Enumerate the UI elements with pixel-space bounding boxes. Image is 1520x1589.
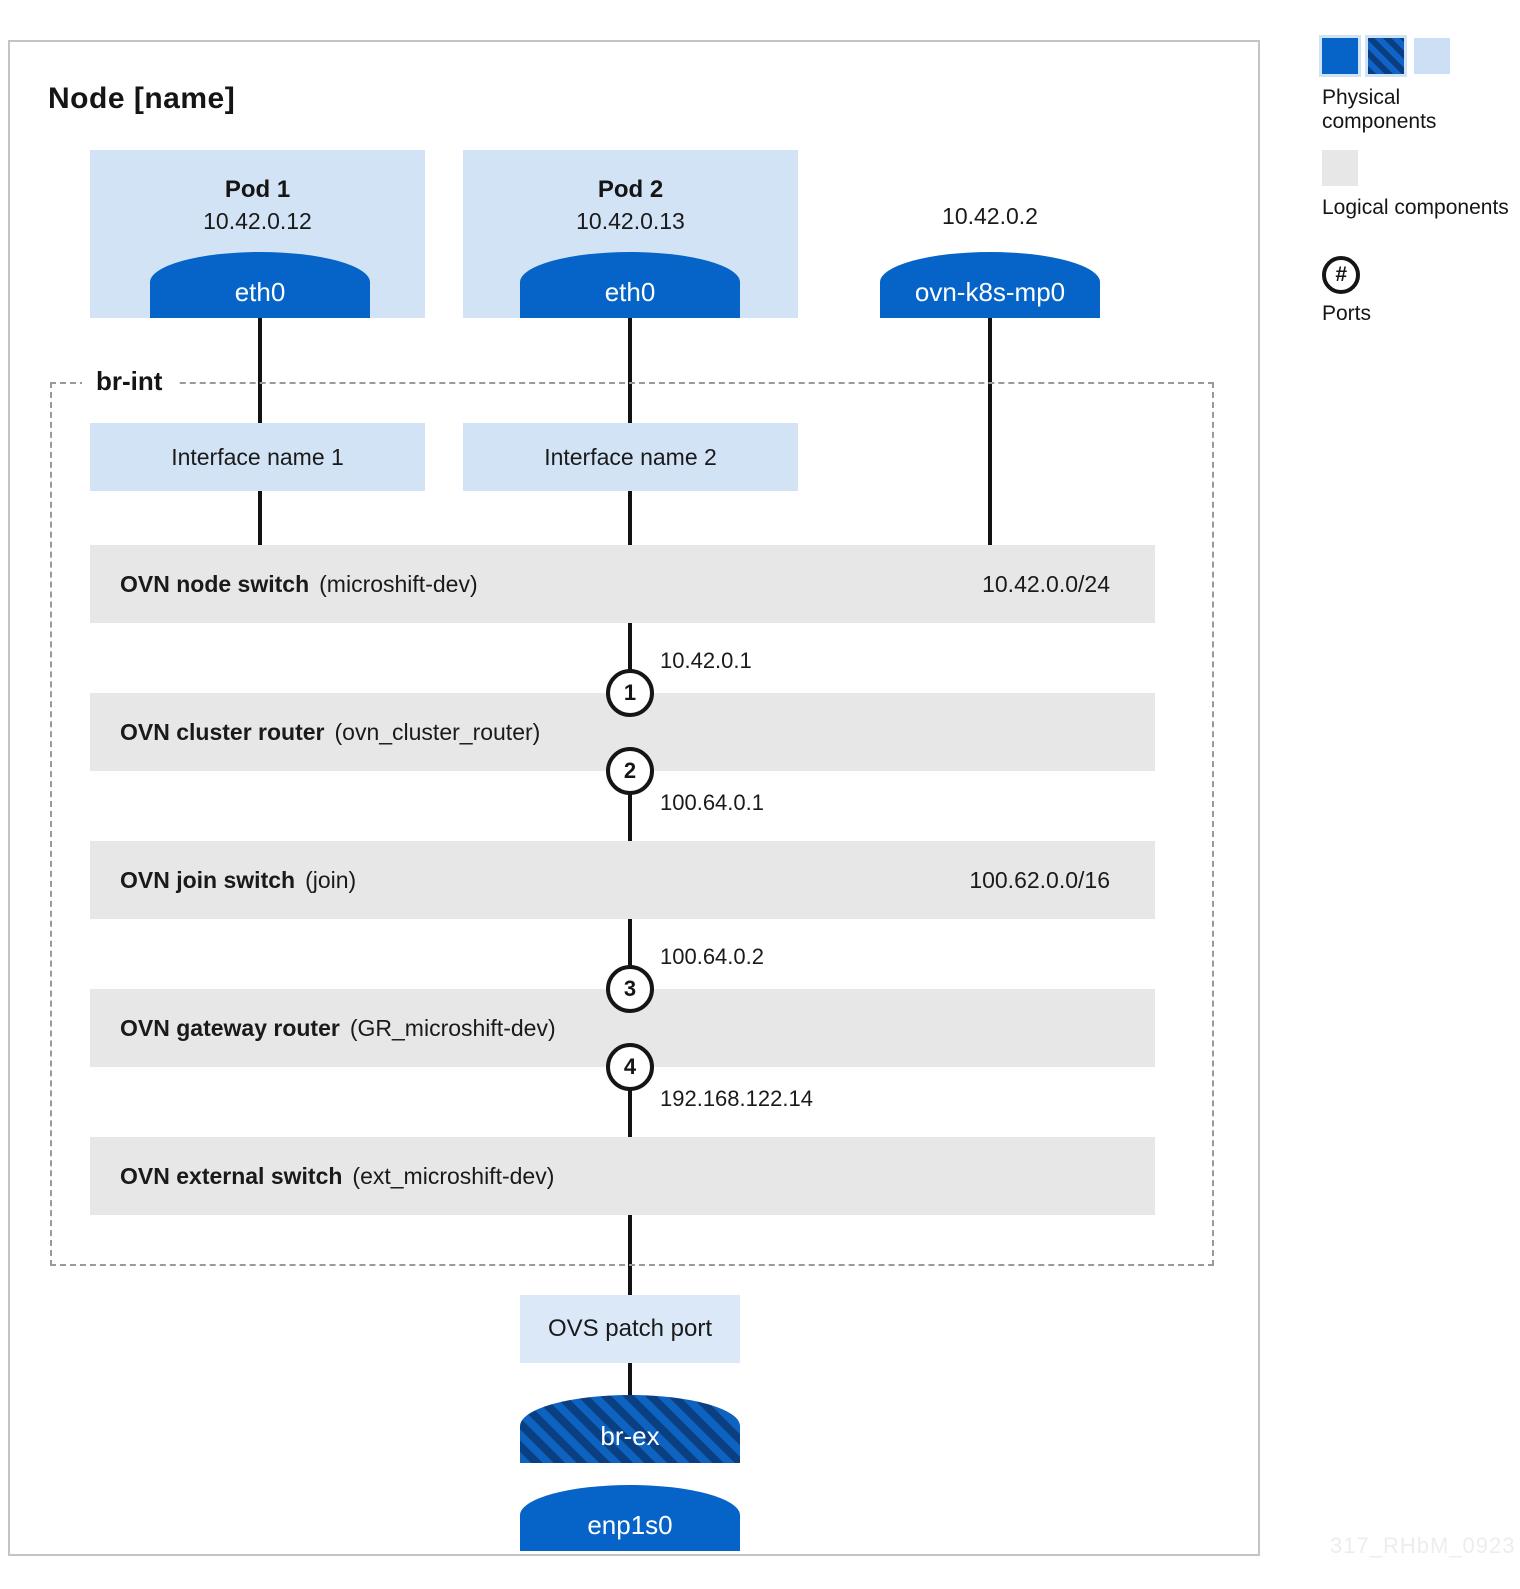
legend-ports-label: Ports [1322,302,1372,325]
ovn-gateway-router-name: OVN gateway router [120,1014,340,1041]
ovn-node-switch-detail: (microshift-dev) [319,570,478,597]
ovn-external-switch-bar: OVN external switch (ext_microshift-dev) [90,1137,1155,1215]
ovn-k8s-mp0-ip: 10.42.0.2 [942,203,1038,229]
port-4-ip: 192.168.122.14 [660,1086,813,1111]
ovn-join-switch-name: OVN join switch [120,866,296,893]
pod-1-ip: 10.42.0.12 [203,208,312,234]
ovn-k8s-mp0-port: ovn-k8s-mp0 [880,252,1100,318]
connector-mp0-to-node-switch [988,318,992,545]
pod-2-box: Pod 2 10.42.0.13 [463,150,798,318]
pod-2-name: Pod 2 [597,176,664,203]
interface-2-box: Interface name 2 [463,423,798,491]
node-title: Node [name] [48,82,236,115]
legend-physical-solid-swatch [1322,38,1358,74]
br-int-label: br-int [82,366,177,397]
pod-1-name: Pod 1 [224,176,291,203]
pod-2-eth0-port: eth0 [520,252,740,318]
connector-port2-to-join-switch [628,793,632,841]
ovn-node-switch-cidr: 10.42.0.0/24 [982,570,1110,597]
legend-physical-label: Physical components [1322,86,1437,133]
pod-1-eth0-port: eth0 [150,252,370,318]
legend-physical-light-swatch [1414,38,1450,74]
legend-physical-hatch-swatch [1368,38,1404,74]
connector-pod1-to-iface1 [258,318,262,423]
port-2-ip: 100.64.0.1 [660,790,764,815]
port-4-circle: 4 [606,1043,654,1091]
interface-1-box: Interface name 1 [90,423,425,491]
watermark: 317_RHbM_0923 [1330,1533,1516,1558]
ovn-cluster-router-name: OVN cluster router [120,718,325,745]
ovn-external-switch-detail: (ext_microshift-dev) [352,1162,555,1189]
legend-ports-icon: # [1322,256,1360,294]
br-ex-bridge: br-ex [520,1395,740,1463]
port-3-circle: 3 [606,965,654,1013]
connector-pod2-to-iface2 [628,318,632,423]
ovn-join-switch-cidr: 100.62.0.0/16 [969,866,1110,893]
legend-logical-swatch [1322,150,1358,186]
ovn-join-switch-detail: (join) [305,866,357,893]
legend-logical-label: Logical components [1322,196,1509,219]
ovn-external-switch-name: OVN external switch [120,1162,343,1189]
ovn-node-switch-name: OVN node switch [120,570,310,597]
connector-patch-port-to-br-ex [628,1363,632,1395]
connector-port4-to-external-switch [628,1089,632,1137]
port-3-ip: 100.64.0.2 [660,944,764,969]
connector-join-switch-to-port3 [628,919,632,967]
connector-node-switch-to-port1 [628,623,632,671]
enp1s0-nic: enp1s0 [520,1485,740,1551]
pod-2-ip: 10.42.0.13 [576,208,685,234]
port-2-circle: 2 [606,747,654,795]
ovn-node-switch-bar: OVN node switch (microshift-dev) 10.42.0… [90,545,1155,623]
ovn-cluster-router-detail: (ovn_cluster_router) [334,718,541,745]
ovs-patch-port-box: OVS patch port [520,1295,740,1363]
connector-iface2-to-node-switch [628,491,632,545]
ovn-gateway-router-detail: (GR_microshift-dev) [349,1014,556,1041]
br-int-boundary: br-int [50,366,1214,1266]
connector-external-switch-to-patch-port [628,1215,632,1295]
ovn-join-switch-bar: OVN join switch (join) 100.62.0.0/16 [90,841,1155,919]
port-1-circle: 1 [606,669,654,717]
connector-iface1-to-node-switch [258,491,262,545]
port-1-ip: 10.42.0.1 [660,648,752,673]
